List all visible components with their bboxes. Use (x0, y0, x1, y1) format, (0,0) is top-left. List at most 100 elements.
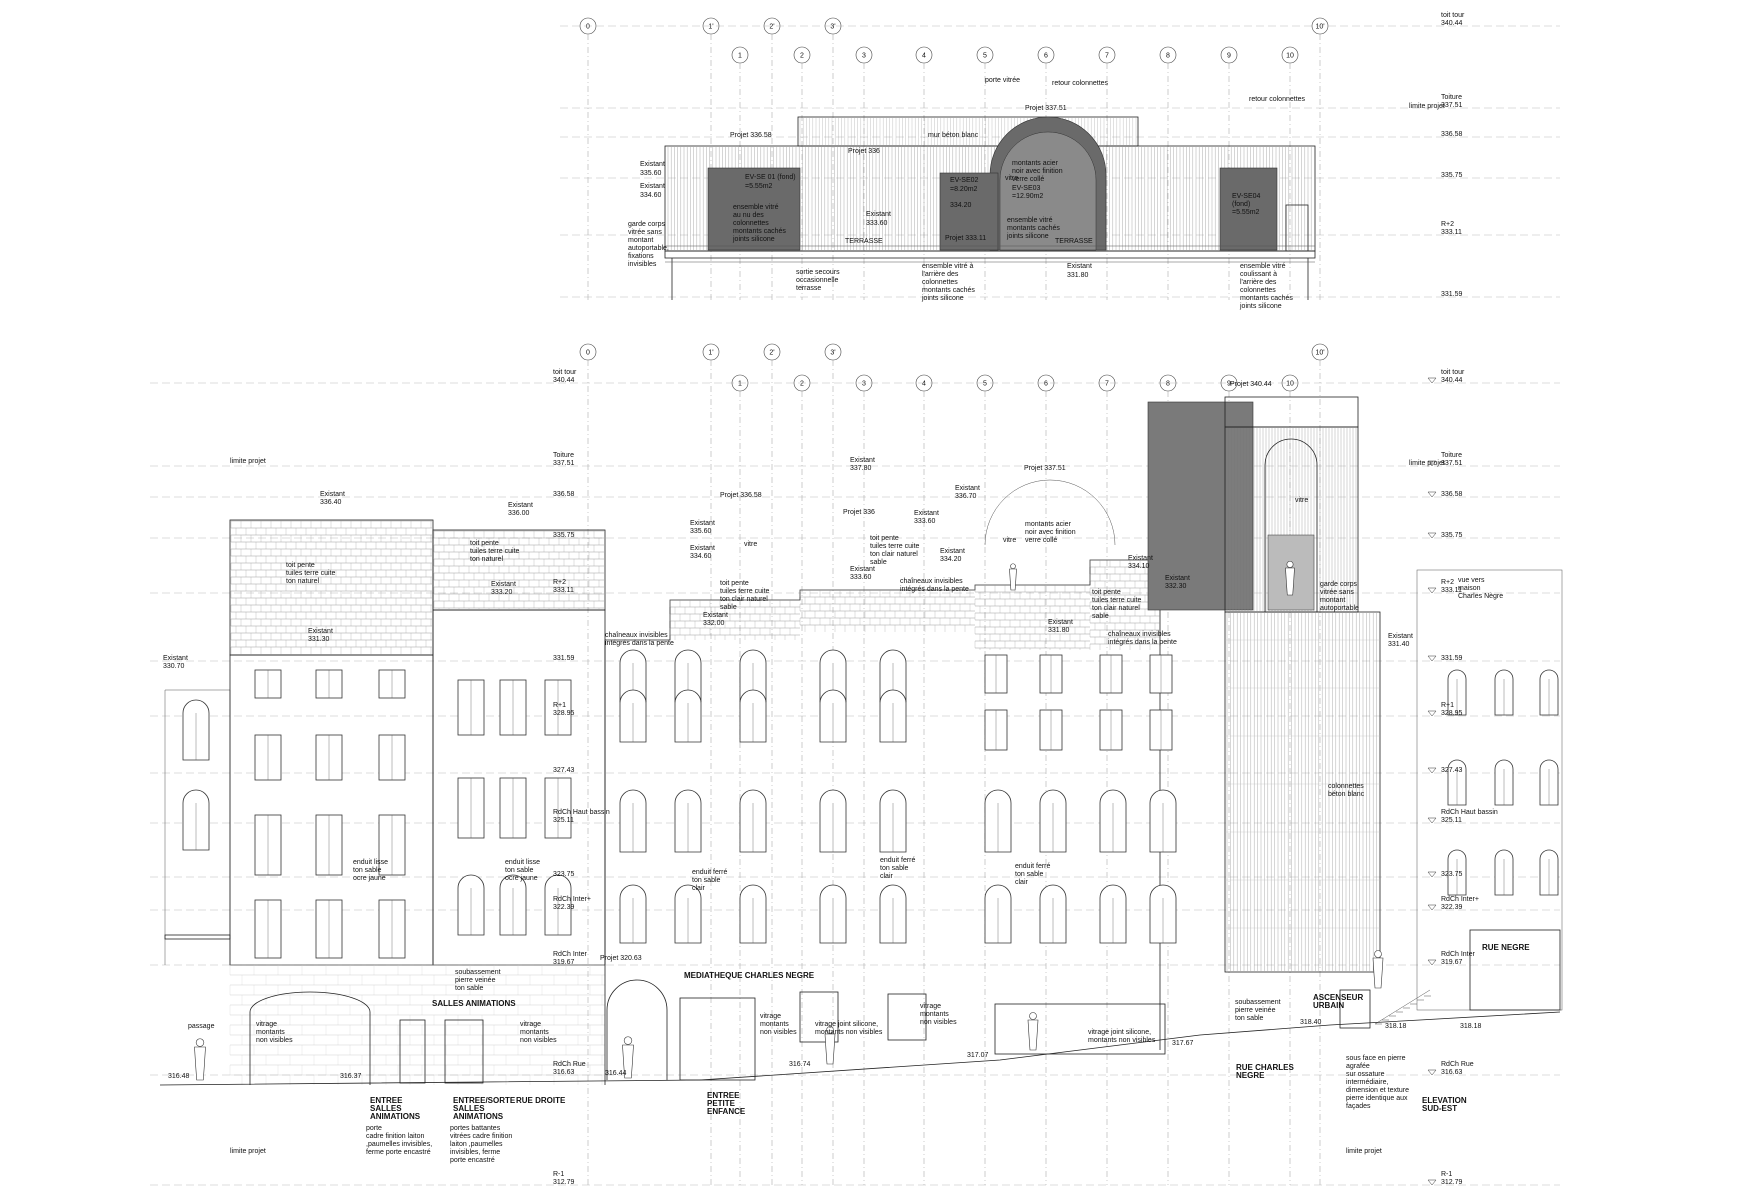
label-existant-334-60: 334.60 (690, 553, 712, 560)
label-existant-333-60-title: Existant (914, 510, 939, 517)
level-name-8: RdCh Haut bassin (1441, 809, 1498, 816)
level-name-11: RdCh Inter (1441, 951, 1476, 958)
exterior-stairs (1374, 989, 1431, 1025)
label-vitrage5-3: non visibles (920, 1019, 957, 1026)
label-vitrage1-3: non visibles (256, 1037, 293, 1044)
label-toit4-1: toit pente (720, 580, 749, 587)
label-sud-est: SUD-EST (1422, 1104, 1457, 1113)
label-porte2-3: laiton ,paumelles (450, 1141, 503, 1148)
label-projet-320-63: Projet 320.63 (600, 955, 642, 962)
label-ev-se04-fond: (fond) (1232, 201, 1250, 208)
person-figure-1 (622, 1036, 634, 1079)
level-value-12: 316.63 (1441, 1069, 1463, 1076)
label-porte-vitree: porte vitrée (985, 77, 1020, 84)
label-mur-beton-blanc: mur béton blanc (928, 132, 979, 139)
level-value-6: 328.95 (1441, 710, 1463, 717)
level-name-6: R+1 (1441, 702, 1454, 709)
label-ensemble-1a: ensemble vitré (733, 204, 779, 211)
label-vitre: vitre (1005, 175, 1018, 182)
label-sous-face-4: intermédiaire, (1346, 1079, 1388, 1086)
level-name-left-10: RdCh Inter+ (553, 896, 591, 903)
level-value-left-4: 333.11 (553, 587, 574, 594)
label-existant-337-80-title: Existant (850, 457, 875, 464)
terrace-slab (664, 250, 1316, 259)
label-arriere-5: joints silicone (921, 295, 964, 302)
label-existant-331-30-title: Existant (308, 628, 333, 635)
label-existant-336-70-title: Existant (955, 485, 980, 492)
axis-label-0-1: 0 (586, 350, 590, 357)
axis-label-8-0: 5 (983, 53, 987, 60)
level-value-left-8: 325.11 (553, 817, 574, 824)
label-existant-331-30: 331.30 (308, 636, 330, 643)
level-name-left-4: R+2 (553, 579, 566, 586)
ground-line (159, 1011, 1561, 1086)
label-ev-se02: EV-SE02 (950, 177, 979, 184)
label-existant-c: Existant (866, 211, 891, 218)
label-soubassement1-3: ton sable (455, 985, 484, 992)
top-level-value-5: 331.59 (1441, 291, 1463, 298)
label-existant-333-20-title: Existant (491, 581, 516, 588)
label-chaineaux3-1: chaîneaux invisibles (1108, 631, 1171, 638)
label-garde-corps-3: montant (1320, 597, 1345, 604)
label-vue-2: maison (1458, 585, 1481, 592)
label-enduit1-1: enduit lisse (353, 859, 388, 866)
top-level-name-4: R+2 (1441, 221, 1454, 228)
label-chaineaux3-2: intégrés dans la pente (1108, 639, 1177, 646)
axis-label-4-0: 1 (738, 53, 742, 60)
axis-label-3-1: 3' (830, 350, 835, 357)
entrance-petite-enfance (679, 997, 756, 1081)
label-existant-333-60b-title: Existant (850, 566, 875, 573)
level-value-13: 312.79 (1441, 1179, 1463, 1186)
label-existant-335-60: 335.60 (690, 528, 712, 535)
label-projet-336-elev: Projet 336 (843, 509, 875, 516)
label-garde-2: vitrée sans (628, 229, 662, 236)
label-334-20: 334.20 (950, 202, 972, 209)
person-figure-4 (1372, 950, 1384, 989)
level-value-left-9: 323.75 (553, 871, 575, 878)
label-enduit1-2: ton sable (353, 867, 382, 874)
label-ev-se01: EV-SE 01 (fond) (745, 174, 796, 181)
label-soubassement2-1: soubassement (1235, 999, 1281, 1006)
mediatheque-roof-tiles (669, 559, 1160, 650)
axis-label-7-1: 4 (922, 381, 926, 388)
label-toit3-4: sable (870, 559, 887, 566)
label-limite-projet-3: limite projet (1346, 1148, 1382, 1155)
label-existant-332-30: 332.30 (1165, 583, 1187, 590)
label-coulissant-3: l'arrière des (1240, 279, 1277, 286)
spot-316-74: 316.74 (789, 1061, 811, 1068)
person-figure-3 (1027, 1012, 1039, 1051)
label-enduit3-1: enduit ferré (692, 869, 728, 876)
level-value-left-12: 316.63 (553, 1069, 575, 1076)
axis-label-11-0: 8 (1166, 53, 1170, 60)
label-ev-se04-area: =5.55m2 (1232, 209, 1260, 216)
person-figure-5 (1285, 560, 1295, 596)
label-existant-a-value: 335.60 (640, 170, 662, 177)
urban-lift-base (1339, 989, 1371, 1029)
label-garde-4: autoportable, (628, 245, 669, 252)
spot-316-37: 316.37 (340, 1073, 362, 1080)
plan-limite-projet: limite projet (1409, 103, 1445, 110)
level-name-13: R-1 (1441, 1171, 1452, 1178)
roof-terrace-elevation: limite projet porte vitrée retour colonn… (628, 77, 1445, 310)
level-value-0: 340.44 (1441, 377, 1463, 384)
building-b-roof-tiles (433, 530, 604, 609)
label-existant-d: Existant (1067, 263, 1092, 270)
level-name-left-6: R+1 (553, 702, 566, 709)
label-garde-6: invisibles (628, 261, 657, 268)
label-toit1-1: toit pente (286, 562, 315, 569)
axis-label-13-1: 10 (1286, 381, 1294, 388)
label-projet-336-58: Projet 336.58 (730, 132, 772, 139)
building-a-roof-tiles (230, 520, 432, 654)
label-existant-331-40: 331.40 (1388, 641, 1410, 648)
label-projet-337-51: Projet 337.51 (1025, 105, 1067, 112)
label-existant-334-10-title: Existant (1128, 555, 1153, 562)
label-existant-d-value: 331.80 (1067, 272, 1089, 279)
label-vitrage1-2: montants (256, 1029, 285, 1036)
label-projet-340-44: Projet 340.44 (1230, 381, 1272, 388)
label-existant-335-60-title: Existant (690, 520, 715, 527)
label-soubassement1-2: pierre veinée (455, 977, 496, 984)
label-enduit2-2: ton sable (505, 867, 534, 874)
label-ensemble-1b: au nu des (733, 212, 764, 219)
label-rue-charles-negre: NEGRE (1236, 1071, 1265, 1080)
